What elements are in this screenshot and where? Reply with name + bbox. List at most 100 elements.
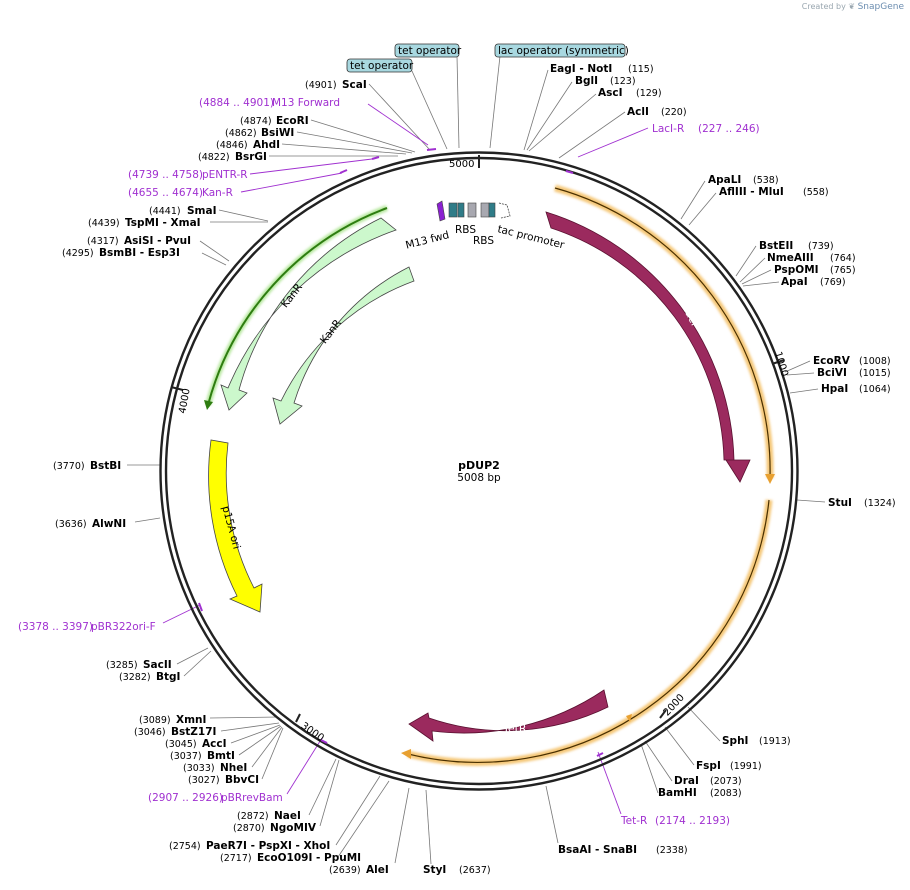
site-name: ScaI bbox=[342, 79, 367, 91]
site-name: NheI bbox=[220, 762, 247, 774]
leader-ppumi bbox=[337, 780, 390, 858]
watermark-brand: SnapGene bbox=[857, 2, 904, 12]
site-pos: (2083) bbox=[710, 788, 742, 799]
mark-laci-r bbox=[565, 170, 574, 174]
tac-promoter-marker bbox=[498, 202, 511, 219]
tet-op-box-1 bbox=[448, 202, 458, 218]
site-name: XmnI bbox=[176, 714, 206, 726]
leader-acli bbox=[558, 111, 626, 159]
site-name: BsiWI bbox=[261, 127, 294, 139]
leader-bgli bbox=[526, 81, 573, 151]
site-name: TspMI - XmaI bbox=[125, 217, 201, 229]
site-name: EcoRI bbox=[276, 115, 309, 127]
site-pos: (4901) bbox=[305, 80, 337, 91]
leader-naei bbox=[308, 758, 337, 816]
site-pos: (115) bbox=[628, 64, 654, 75]
site-name: NaeI bbox=[274, 810, 301, 822]
leader-pspomi bbox=[741, 269, 772, 285]
site-pos: (3027) bbox=[188, 775, 220, 786]
tet-op-box-2 bbox=[457, 202, 465, 218]
feature-kanr-outer bbox=[220, 217, 397, 411]
tick-2000 bbox=[659, 709, 667, 719]
site-name: SmaI bbox=[187, 205, 217, 217]
feature-label-kanr-inner: KanR bbox=[318, 317, 344, 346]
site-pos: (3089) bbox=[139, 715, 171, 726]
site-name: ApaI bbox=[781, 276, 808, 288]
site-name: BtgI bbox=[156, 671, 180, 683]
site-pos: (538) bbox=[753, 175, 779, 186]
site-pos: (2717) bbox=[220, 853, 252, 864]
site-pos: (220) bbox=[661, 107, 687, 118]
leader-tet-r bbox=[597, 751, 622, 815]
orf-arcs-orange bbox=[401, 184, 775, 766]
leader-pentr-r bbox=[249, 158, 373, 175]
orf-arc-tetr bbox=[407, 499, 773, 766]
site-name: BstBI bbox=[90, 460, 121, 472]
leader-tet-op-2 bbox=[456, 55, 460, 149]
site-name: BbvCI bbox=[225, 774, 259, 786]
site-pos: (764) bbox=[830, 253, 856, 264]
site-name: StuI bbox=[828, 497, 852, 509]
leader-nhei bbox=[251, 726, 283, 768]
site-pos: (3046) bbox=[134, 727, 166, 738]
site-name: AclI bbox=[627, 106, 649, 118]
small-label-m13-fwd: M13 fwd bbox=[404, 229, 450, 251]
site-pos: (4846) bbox=[216, 140, 248, 151]
site-name: BamHI bbox=[658, 787, 697, 799]
tick-marks bbox=[170, 155, 785, 723]
primer-name: pBRrevBam bbox=[221, 792, 283, 804]
site-name: DraI bbox=[674, 775, 699, 787]
orf-arc-kanr-core bbox=[207, 207, 388, 406]
primer-marks bbox=[198, 148, 604, 757]
snapgene-watermark: Created by ❦ SnapGene bbox=[802, 2, 904, 12]
leader-ecori bbox=[310, 119, 416, 153]
operator-label-1: tet operator bbox=[398, 45, 462, 57]
leader-apai bbox=[742, 281, 780, 287]
leader-m13-forward bbox=[367, 103, 429, 146]
site-pos: (769) bbox=[820, 277, 846, 288]
orf-arc-green bbox=[204, 205, 389, 410]
leader-esp3i bbox=[201, 252, 227, 266]
site-pos: (4862) bbox=[225, 128, 257, 139]
feature-tetr bbox=[408, 689, 609, 742]
site-name: AsiSI - PvuI bbox=[124, 235, 191, 247]
feature-arrows bbox=[208, 211, 751, 742]
mark-m13-forward bbox=[426, 148, 437, 151]
leader-asci bbox=[528, 93, 597, 152]
site-pos: (3045) bbox=[165, 739, 197, 750]
site-pos: (3285) bbox=[106, 660, 138, 671]
leader-lac-op bbox=[489, 55, 501, 149]
leader-bsiwi bbox=[296, 131, 413, 154]
site-pos: (2637) bbox=[459, 865, 491, 876]
backbone-outer-ring bbox=[159, 151, 799, 791]
site-pos: (123) bbox=[610, 76, 636, 87]
leader-mlui bbox=[688, 192, 717, 226]
site-pos: (1015) bbox=[859, 368, 891, 379]
site-pos: (3770) bbox=[53, 461, 85, 472]
primer-name: LacI-R bbox=[652, 123, 684, 135]
leader-xhoi bbox=[335, 775, 381, 846]
site-name: NmeAIII bbox=[767, 252, 814, 264]
plasmid-size: 5008 bp bbox=[457, 472, 501, 484]
site-name: BsrGI bbox=[235, 151, 267, 163]
site-name: FspI bbox=[696, 760, 721, 772]
primer-name: Kan-R bbox=[202, 187, 233, 199]
site-pos: (3636) bbox=[55, 519, 87, 530]
leader-bstz17i bbox=[220, 722, 280, 732]
operator-box-3 bbox=[494, 43, 626, 58]
feature-p15a-ori bbox=[208, 439, 263, 613]
site-name: NgoMIV bbox=[270, 822, 317, 834]
feature-label-tetr: TetR bbox=[502, 722, 527, 735]
leader-ecorv bbox=[784, 360, 811, 373]
leader-fspi bbox=[664, 726, 695, 766]
site-pos: (2073) bbox=[710, 776, 742, 787]
site-pos: (558) bbox=[803, 187, 829, 198]
mark-tet-r bbox=[596, 752, 604, 757]
leader-hpai bbox=[789, 388, 819, 394]
plasmid-name: pDUP2 bbox=[458, 459, 500, 472]
small-feature-markers bbox=[436, 200, 511, 222]
primer-leader-lines bbox=[162, 103, 649, 815]
site-name: PaeR7I - PspXI - XhoI bbox=[206, 840, 330, 852]
orf-arrow-tetr bbox=[401, 749, 411, 759]
leader-smai bbox=[218, 209, 269, 222]
